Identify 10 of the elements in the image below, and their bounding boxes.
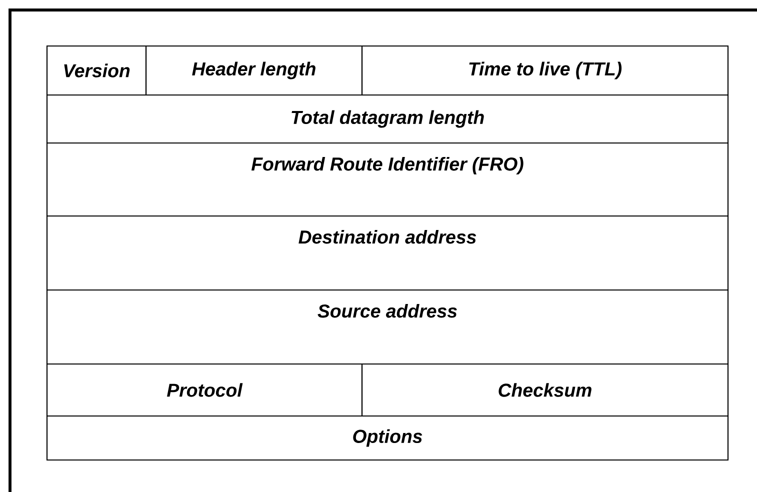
field-cell: Source address — [46, 289, 729, 365]
field-cell: Time to live (TTL) — [361, 45, 729, 96]
field-cell: Options — [46, 415, 729, 461]
field-cell: Version — [46, 45, 147, 96]
field-cell: Destination address — [46, 215, 729, 291]
field-cell: Header length — [145, 45, 363, 96]
field-cell: Protocol — [46, 363, 363, 417]
field-cell: Checksum — [361, 363, 729, 417]
field-cell: Forward Route Identifier (FRO) — [46, 142, 729, 217]
field-cell: Total datagram length — [46, 94, 729, 144]
